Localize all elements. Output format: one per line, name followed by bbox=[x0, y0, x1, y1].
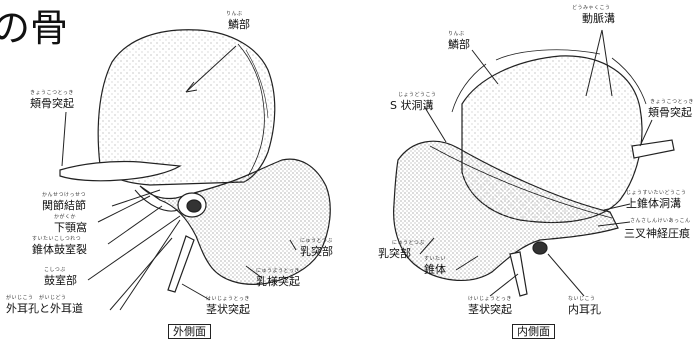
label-ruby-nyuto2: にゅうとつぶ bbox=[392, 240, 425, 246]
label-arterial-groove: 動脈溝 bbox=[582, 13, 615, 25]
label-ruby-naiji: ないじこう bbox=[568, 296, 596, 302]
label-styloid-process: 茎状突起 bbox=[206, 304, 250, 316]
label-ruby-koshitsu: こしつぶ bbox=[44, 267, 66, 273]
label-petrous-part: 錐体 bbox=[424, 264, 446, 276]
label-ruby-suitai2: すいたい bbox=[424, 256, 446, 262]
label-ruby-nyuyo: にゅうようとっき bbox=[256, 268, 300, 274]
label-ruby-keijo: けいじょうとっき bbox=[206, 296, 250, 302]
label-mandibular-fossa: 下顎窩 bbox=[54, 222, 87, 234]
label-ruby-rinbu: りんぶ bbox=[226, 11, 243, 17]
label-ruby-nyuto: にゅうとつぶ bbox=[300, 238, 333, 244]
label-tympanic-part: 鼓室部 bbox=[44, 275, 77, 287]
label-ruby-kyokotsu2: きょうこつとっき bbox=[650, 99, 694, 105]
label-ruby-kansetsu: かんせつけっせつ bbox=[42, 192, 86, 198]
label-squamous-part-inner: 鱗部 bbox=[448, 39, 470, 51]
outer-bone-drawing bbox=[60, 30, 330, 292]
label-ruby-suitai: すいたいこしつれつ bbox=[32, 236, 81, 242]
label-ruby-domyaku: どうみゃくこう bbox=[572, 5, 611, 11]
label-zygomatic-process: 頬骨突起 bbox=[30, 98, 74, 110]
label-sigmoid-sinus-groove: S 状洞溝 bbox=[390, 100, 433, 112]
label-ruby-sansa: さんさしんけいあっこん bbox=[630, 218, 691, 224]
label-ruby-gaiji: がいじこう がいじどう bbox=[6, 295, 67, 301]
label-external-acoustic-meatus: 外耳孔と外耳道 bbox=[6, 303, 83, 315]
label-ruby-josui: じょうすいたいどうこう bbox=[626, 190, 687, 196]
label-mastoid-part-inner: 乳突部 bbox=[378, 248, 411, 260]
caption-outer-view: 外側面 bbox=[168, 324, 211, 339]
label-squamous-part: 鱗部 bbox=[228, 19, 250, 31]
caption-inner-view: 内側面 bbox=[512, 324, 555, 339]
label-articular-tubercle: 関節結節 bbox=[42, 200, 86, 212]
label-trigeminal-impression: 三叉神経圧痕 bbox=[624, 228, 690, 240]
label-ruby-kagaku: かがくか bbox=[54, 214, 76, 220]
label-styloid-process-inner: 茎状突起 bbox=[468, 304, 512, 316]
label-ruby-keijo2: けいじょうとっき bbox=[468, 296, 512, 302]
label-internal-acoustic-meatus: 内耳孔 bbox=[568, 304, 601, 316]
label-ruby-sjo: じょうどうこう bbox=[398, 92, 437, 98]
label-mastoid-part: 乳突部 bbox=[300, 246, 333, 258]
label-zygomatic-process-inner: 頬骨突起 bbox=[648, 107, 692, 119]
label-mastoid-process: 乳様突起 bbox=[256, 276, 300, 288]
label-ruby-kyokotsu: きょうこつとっき bbox=[30, 90, 74, 96]
label-petrotympanic-fissure: 錐体鼓室裂 bbox=[32, 244, 87, 256]
label-superior-petrosal-sulcus: 上錐体洞溝 bbox=[626, 198, 681, 210]
label-ruby-rinbu2: りんぶ bbox=[448, 31, 465, 37]
